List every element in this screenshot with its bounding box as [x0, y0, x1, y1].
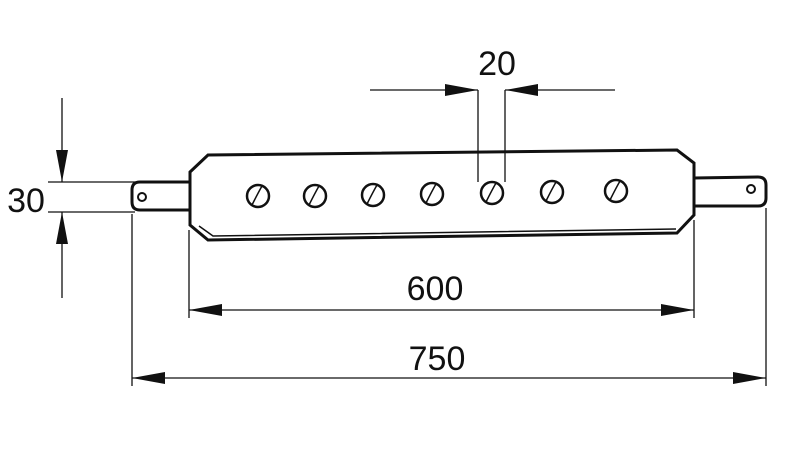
hole [479, 180, 505, 206]
left-pin-hole [137, 192, 147, 202]
dimension-overall-length: 750 [131, 208, 767, 386]
left-end-pin [130, 180, 190, 212]
drawbar-part [130, 148, 768, 242]
dimension-label-bar-length: 600 [407, 270, 464, 308]
dimension-label-hole-width: 20 [478, 45, 516, 83]
arrowhead [505, 84, 538, 96]
dimension-label-end-height: 30 [7, 182, 45, 220]
arrowhead [56, 150, 68, 182]
hole [603, 178, 629, 204]
bar-body-shade [198, 225, 677, 237]
arrowhead [661, 304, 694, 316]
arrowhead [733, 372, 766, 384]
dimension-bar-length: 600 [188, 220, 695, 318]
hole-row [245, 178, 629, 209]
arrowhead [56, 212, 68, 244]
hole [419, 181, 445, 207]
dimension-hole-width: 20 [370, 45, 615, 182]
hole [245, 183, 271, 209]
dimension-label-overall-length: 750 [409, 340, 466, 378]
arrowhead [132, 372, 165, 384]
bar-body-outline [188, 148, 696, 242]
hole [302, 183, 328, 209]
hole [539, 179, 565, 205]
right-end-pin [693, 175, 768, 208]
dimension-end-height: 30 [7, 98, 190, 298]
arrowhead [445, 84, 478, 96]
right-pin-hole [746, 184, 756, 194]
hole [360, 182, 386, 208]
arrowhead [189, 304, 222, 316]
